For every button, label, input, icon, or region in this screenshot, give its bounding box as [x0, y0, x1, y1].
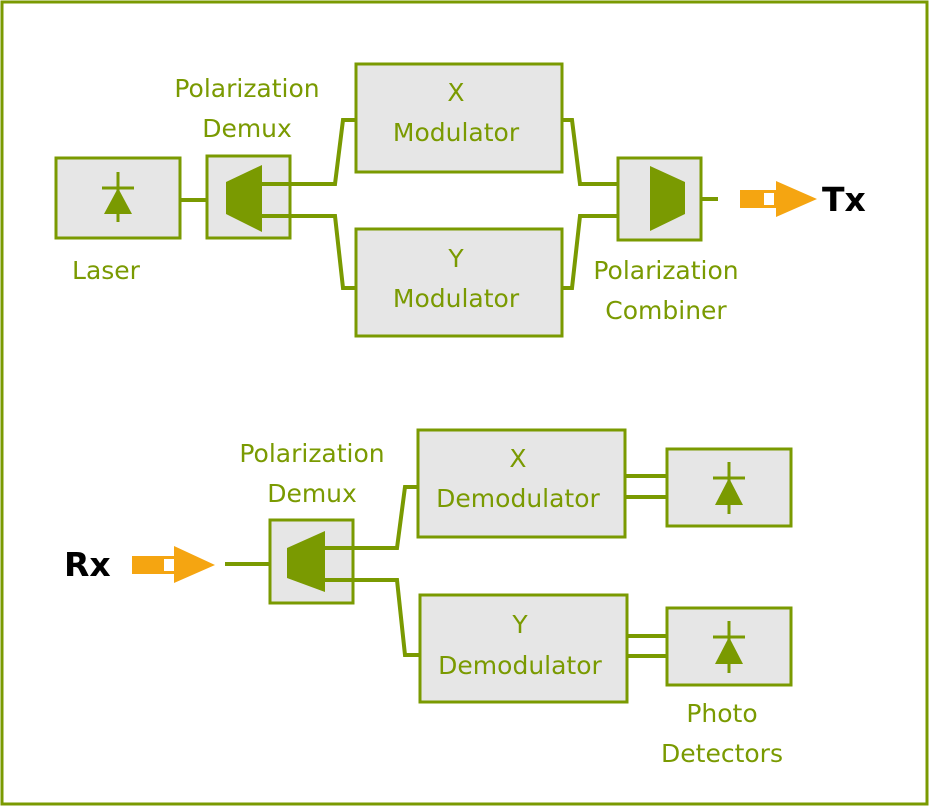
tx-demux-label-line1: Polarization — [174, 74, 319, 103]
tx-demux-label-line2: Demux — [202, 114, 292, 143]
tx-output-arrow-icon — [740, 181, 817, 217]
x-demodulator-box: X Demodulator — [416, 428, 627, 539]
x-modulator-label-line1: X — [447, 78, 464, 107]
tx-demux-box — [205, 154, 292, 240]
tx-demux-splitter-icon — [226, 165, 262, 232]
combiner-icon — [650, 166, 685, 231]
rx-demux-label-line2: Demux — [267, 479, 357, 508]
photodetector-y-box — [665, 606, 793, 687]
y-demodulator-label-line1: Y — [511, 610, 528, 639]
detectors-label-line2: Detectors — [661, 739, 783, 768]
tx-waveguides — [180, 118, 718, 290]
rx-demux-splitter-icon — [287, 531, 325, 592]
rx-label: Rx — [64, 545, 111, 584]
laser-label: Laser — [72, 256, 141, 285]
photodetector-x-box — [665, 447, 793, 528]
transmitter-section: Laser Polarization Demux X Modulator Y M… — [54, 62, 866, 338]
rx-demux-box — [268, 518, 355, 605]
rx-demux-label-line1: Polarization — [239, 439, 384, 468]
photodiode-x-icon — [713, 462, 745, 514]
photodiode-y-icon — [713, 621, 745, 673]
x-demodulator-label-line2: Demodulator — [436, 484, 600, 513]
laser-box — [54, 156, 182, 240]
combiner-label-line2: Combiner — [605, 296, 727, 325]
x-modulator-label-line2: Modulator — [393, 118, 520, 147]
detectors-label-line1: Photo — [686, 699, 757, 728]
combiner-label-line1: Polarization — [593, 256, 738, 285]
receiver-section: Rx Polarization Demux X Demodulator Y De… — [64, 428, 793, 768]
y-modulator-label-line2: Modulator — [393, 284, 520, 313]
rx-waveguides — [225, 474, 667, 658]
tx-label: Tx — [822, 180, 866, 219]
y-demodulator-box: Y Demodulator — [418, 593, 629, 704]
y-modulator-box: Y Modulator — [354, 227, 564, 338]
x-modulator-box: X Modulator — [354, 62, 564, 174]
y-demodulator-label-line2: Demodulator — [438, 651, 602, 680]
rx-input-arrow-icon — [132, 546, 215, 583]
x-demodulator-label-line1: X — [509, 444, 526, 473]
combiner-box — [616, 156, 703, 242]
laser-diode-icon — [102, 172, 134, 222]
y-modulator-label-line1: Y — [447, 244, 464, 273]
